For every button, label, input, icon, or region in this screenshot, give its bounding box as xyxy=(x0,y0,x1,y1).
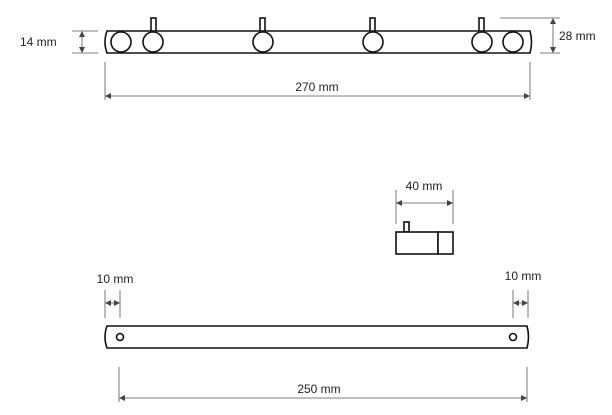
top-view-rail xyxy=(104,17,533,54)
hook-pin xyxy=(403,221,410,233)
length-label: 270 mm xyxy=(295,80,338,94)
total-height-label: 28 mm xyxy=(559,29,596,43)
end-cap-right xyxy=(502,31,524,53)
hook-knob-1 xyxy=(142,31,164,53)
dim-spacing-250: 250 mm xyxy=(118,367,528,402)
dim-offset-right: 10 mm xyxy=(505,269,542,318)
depth-label: 40 mm xyxy=(406,179,443,193)
rail-body xyxy=(104,30,533,54)
mounting-hole-left xyxy=(115,332,125,342)
dim-depth-40: 40 mm xyxy=(395,179,454,224)
dim-height-28: 28 mm xyxy=(500,17,596,54)
side-view-hook xyxy=(395,221,454,255)
dim-length-270: 270 mm xyxy=(104,62,531,100)
hole-spacing-label: 250 mm xyxy=(297,382,340,396)
dim-height-14: 14 mm xyxy=(20,30,98,54)
rail-back xyxy=(104,325,530,349)
hook-cap xyxy=(437,231,454,255)
hook-knob-3 xyxy=(362,31,384,53)
back-view-rail xyxy=(104,325,530,349)
right-offset-label: 10 mm xyxy=(505,269,542,283)
end-cap-left xyxy=(110,31,132,53)
mounting-hole-right xyxy=(508,332,518,342)
height-label: 14 mm xyxy=(20,35,57,49)
hook-knob-4 xyxy=(471,31,493,53)
hook-body xyxy=(395,231,439,255)
left-offset-label: 10 mm xyxy=(97,272,134,286)
hook-knob-2 xyxy=(252,31,274,53)
dim-offset-left: 10 mm xyxy=(97,272,134,318)
